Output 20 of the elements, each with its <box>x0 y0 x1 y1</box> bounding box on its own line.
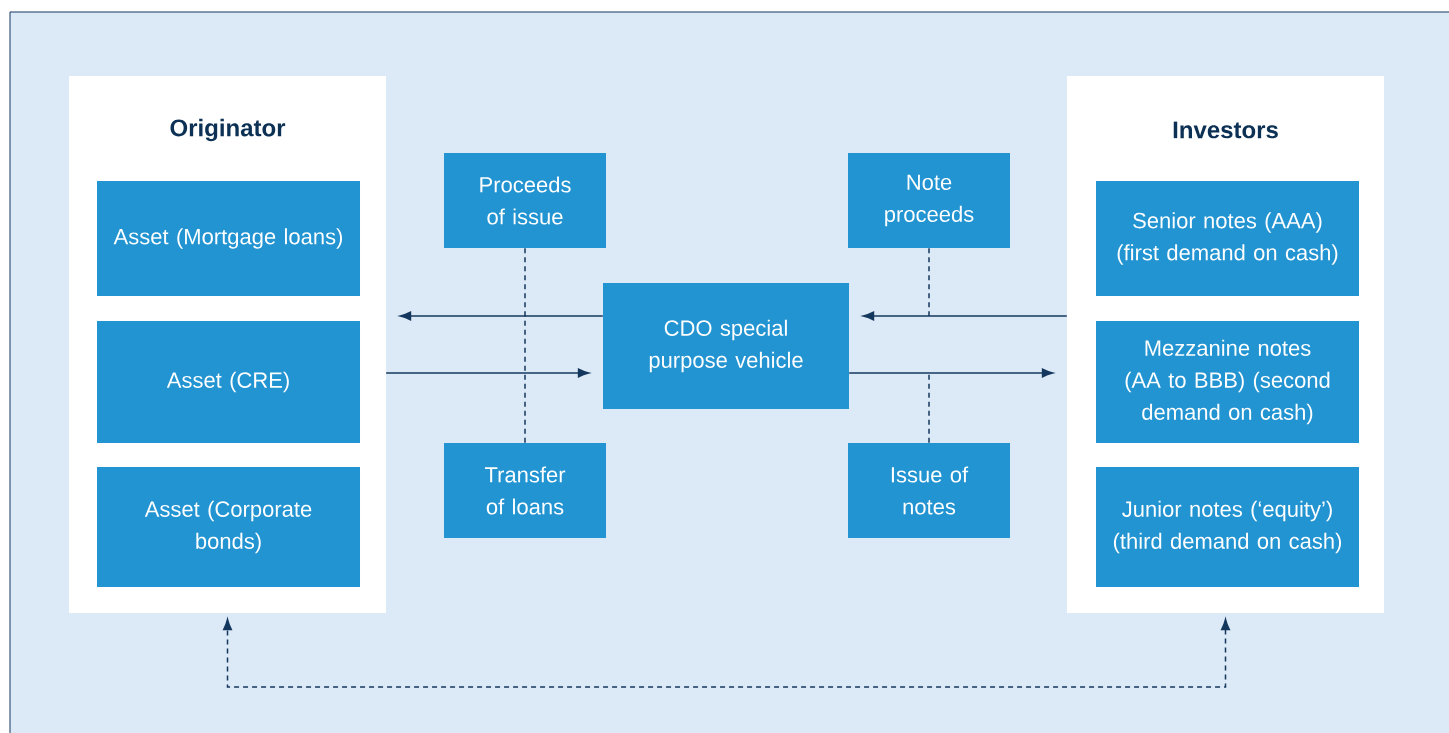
text-box: Junior notes (‘equity’) (third demand on cash) <box>1096 467 1359 587</box>
text-box: CDO special purpose vehicle <box>603 283 849 409</box>
leader-line <box>928 372 930 444</box>
leader-line <box>928 247 930 317</box>
arrow <box>223 618 1230 688</box>
text-box: Proceeds of issue <box>444 153 606 248</box>
text-box: Transfer of loans <box>444 443 606 538</box>
text-box: Asset (Mortgage loans) <box>97 181 360 296</box>
text-box: Note proceeds <box>848 153 1010 248</box>
text-box: Senior notes (AAA) (first demand on cash) <box>1096 181 1359 296</box>
text-box: Asset (Corporate bonds) <box>97 467 360 587</box>
text-box: Mezzanine notes (AA to BBB) (second demand on cash) <box>1096 321 1359 443</box>
leader-line <box>524 247 526 317</box>
text-box: Asset (CRE) <box>97 321 360 443</box>
arrow <box>848 368 1054 378</box>
arrow <box>862 311 1068 321</box>
arrow <box>399 311 604 321</box>
text-box: Issue of notes <box>848 443 1010 538</box>
leader-line <box>524 315 526 444</box>
arrow <box>385 368 590 378</box>
